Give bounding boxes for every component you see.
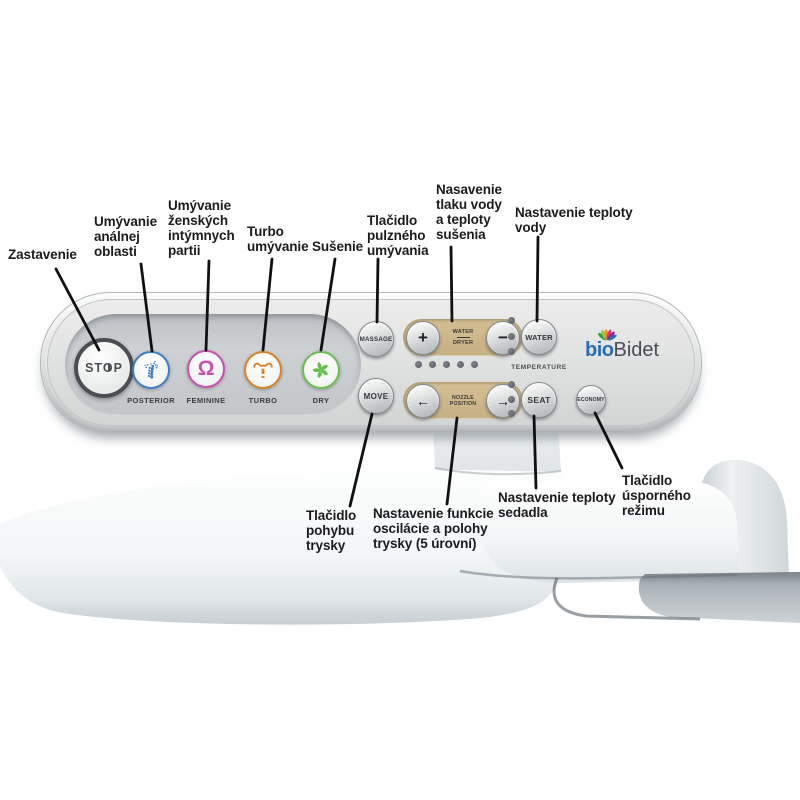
- logo-bio-text: bio: [585, 339, 614, 361]
- callout-feminine: Umývanie ženských intýmnych partii: [168, 198, 235, 259]
- posterior-button[interactable]: [132, 351, 170, 389]
- biobidet-leaf-icon: [597, 329, 617, 341]
- callout-nozzle-position: Nastavenie funkcie oscilácie a polohy tr…: [373, 506, 494, 552]
- nozzle-tab-bottom: POSITION: [449, 400, 477, 407]
- callout-move: Tlačidlo pohybu trysky: [306, 508, 357, 554]
- water-temp-led: [508, 317, 515, 324]
- dry-label: DRY: [312, 396, 330, 405]
- nozzle-position-rocker: ← NOZZLE POSITION →: [403, 382, 523, 419]
- economy-button[interactable]: ECONOMY: [576, 385, 606, 415]
- posterior-label: POSTERIOR: [127, 396, 175, 405]
- pressure-led: [415, 361, 422, 368]
- turbo-button[interactable]: [244, 351, 282, 389]
- pressure-minus-button[interactable]: −: [486, 320, 520, 355]
- feminine-wash-icon: Ω: [197, 356, 215, 380]
- pressure-led: [443, 361, 450, 368]
- callout-water-temp: Nastavenie teploty vody: [515, 205, 633, 236]
- control-panel: STOP Ω: [40, 292, 702, 434]
- biobidet-logo: bioBidet: [585, 327, 715, 369]
- pressure-plus-button[interactable]: +: [406, 320, 440, 355]
- callout-dry: Sušenie: [312, 239, 364, 254]
- nozzle-left-button[interactable]: ←: [406, 383, 440, 418]
- water-temp-led: [508, 348, 515, 355]
- temperature-label: TEMPERATURE: [511, 364, 567, 371]
- nozzle-position-tab: NOZZLE POSITION: [445, 385, 481, 416]
- move-button[interactable]: MOVE: [358, 378, 394, 414]
- dry-button[interactable]: [302, 351, 340, 389]
- callout-economy: Tlačidlo úsporného režimu: [622, 473, 691, 519]
- callout-massage: Tlačidlo pulzného umývania: [367, 213, 429, 259]
- dry-fan-icon: [312, 361, 328, 378]
- pressure-led: [429, 361, 436, 368]
- callout-pressure: Nasavenie tlaku vody a teploty sušenia: [436, 182, 502, 243]
- seat-temp-led: [508, 381, 515, 388]
- feminine-button[interactable]: Ω: [187, 350, 225, 388]
- callout-seat-temp: Nastavenie teploty sedadla: [498, 490, 616, 521]
- callout-stop: Zastavenie: [8, 247, 77, 262]
- water-temp-led: [508, 333, 515, 340]
- callout-turbo: Turbo umývanie: [247, 224, 309, 255]
- nozzle-tab-top: NOZZLE: [452, 394, 474, 401]
- stop-button[interactable]: STOP: [74, 338, 134, 398]
- pressure-led: [457, 361, 464, 368]
- water-dryer-tab: WATER DRYER: [445, 322, 481, 353]
- turbo-wash-icon: [253, 362, 273, 379]
- water-temp-button[interactable]: WATER: [521, 319, 557, 355]
- water-dryer-tab-top: WATER: [452, 329, 474, 335]
- logo-bidet-text: Bidet: [613, 339, 660, 361]
- water-dryer-rocker: + WATER DRYER −: [403, 319, 523, 356]
- seat-temp-button[interactable]: SEAT: [521, 382, 557, 418]
- turbo-label: TURBO: [248, 396, 278, 405]
- feminine-label: FEMININE: [186, 396, 226, 405]
- pressure-led: [471, 361, 478, 368]
- tab-divider: [456, 336, 470, 339]
- posterior-spray-icon: [144, 361, 159, 379]
- seat-temp-led: [508, 410, 515, 417]
- water-dryer-tab-bottom: DRYER: [452, 339, 474, 346]
- massage-button[interactable]: MASSAGE: [358, 321, 394, 357]
- seat-temp-led: [508, 396, 515, 403]
- callout-posterior: Umývanie análnej oblasti: [94, 214, 157, 260]
